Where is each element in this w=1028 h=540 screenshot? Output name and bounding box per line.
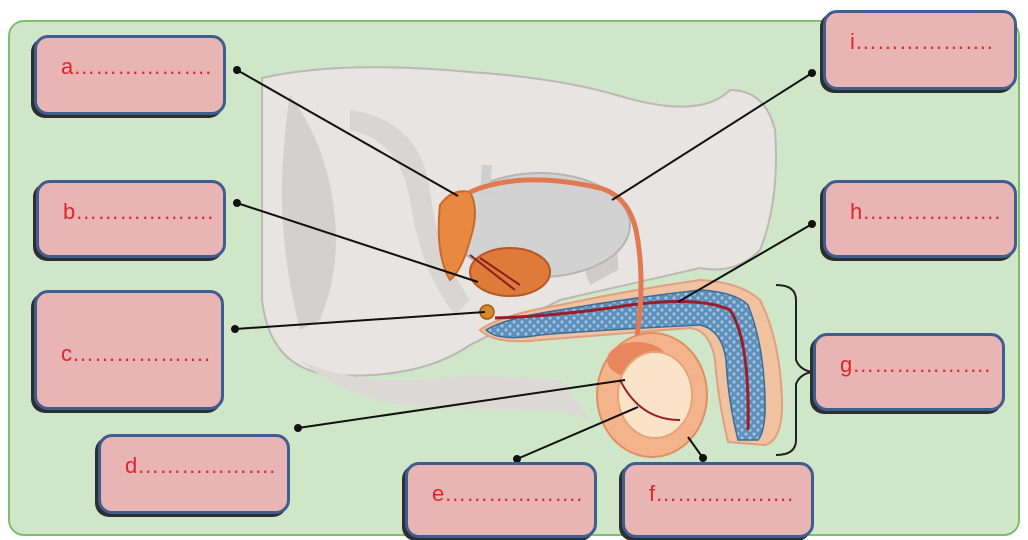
leader-dot-d [294, 424, 302, 432]
label-text-d: d………………. [125, 453, 275, 478]
prostate-shape [470, 248, 550, 296]
label-box-d[interactable]: d………………. [98, 434, 290, 514]
label-box-c[interactable]: c………………. [34, 290, 224, 410]
leader-dot-a [233, 66, 241, 74]
label-text-a: a………………. [61, 54, 211, 79]
label-box-i[interactable]: i………………. [823, 10, 1017, 90]
leader-dot-c [231, 325, 239, 333]
label-text-g: g………………. [840, 352, 990, 377]
label-box-e[interactable]: e………………. [405, 462, 597, 538]
label-box-g[interactable]: g………………. [813, 333, 1005, 411]
label-box-a[interactable]: a………………. [34, 35, 226, 115]
leader-dot-h [808, 220, 816, 228]
g-bracket [776, 285, 812, 455]
label-text-c: c………………. [61, 341, 210, 366]
label-box-b[interactable]: b………………. [36, 180, 226, 258]
leader-dot-b [233, 199, 241, 207]
label-text-f: f………………. [649, 481, 793, 506]
label-box-f[interactable]: f………………. [622, 462, 814, 538]
leader-dot-i [808, 69, 816, 77]
leader-dot-f [699, 454, 707, 462]
label-box-h[interactable]: h………………. [823, 180, 1017, 258]
label-text-h: h………………. [850, 199, 1000, 224]
label-text-e: e………………. [432, 481, 582, 506]
ureter-shape [480, 165, 492, 195]
label-text-b: b………………. [63, 199, 213, 224]
label-text-i: i………………. [850, 29, 993, 54]
